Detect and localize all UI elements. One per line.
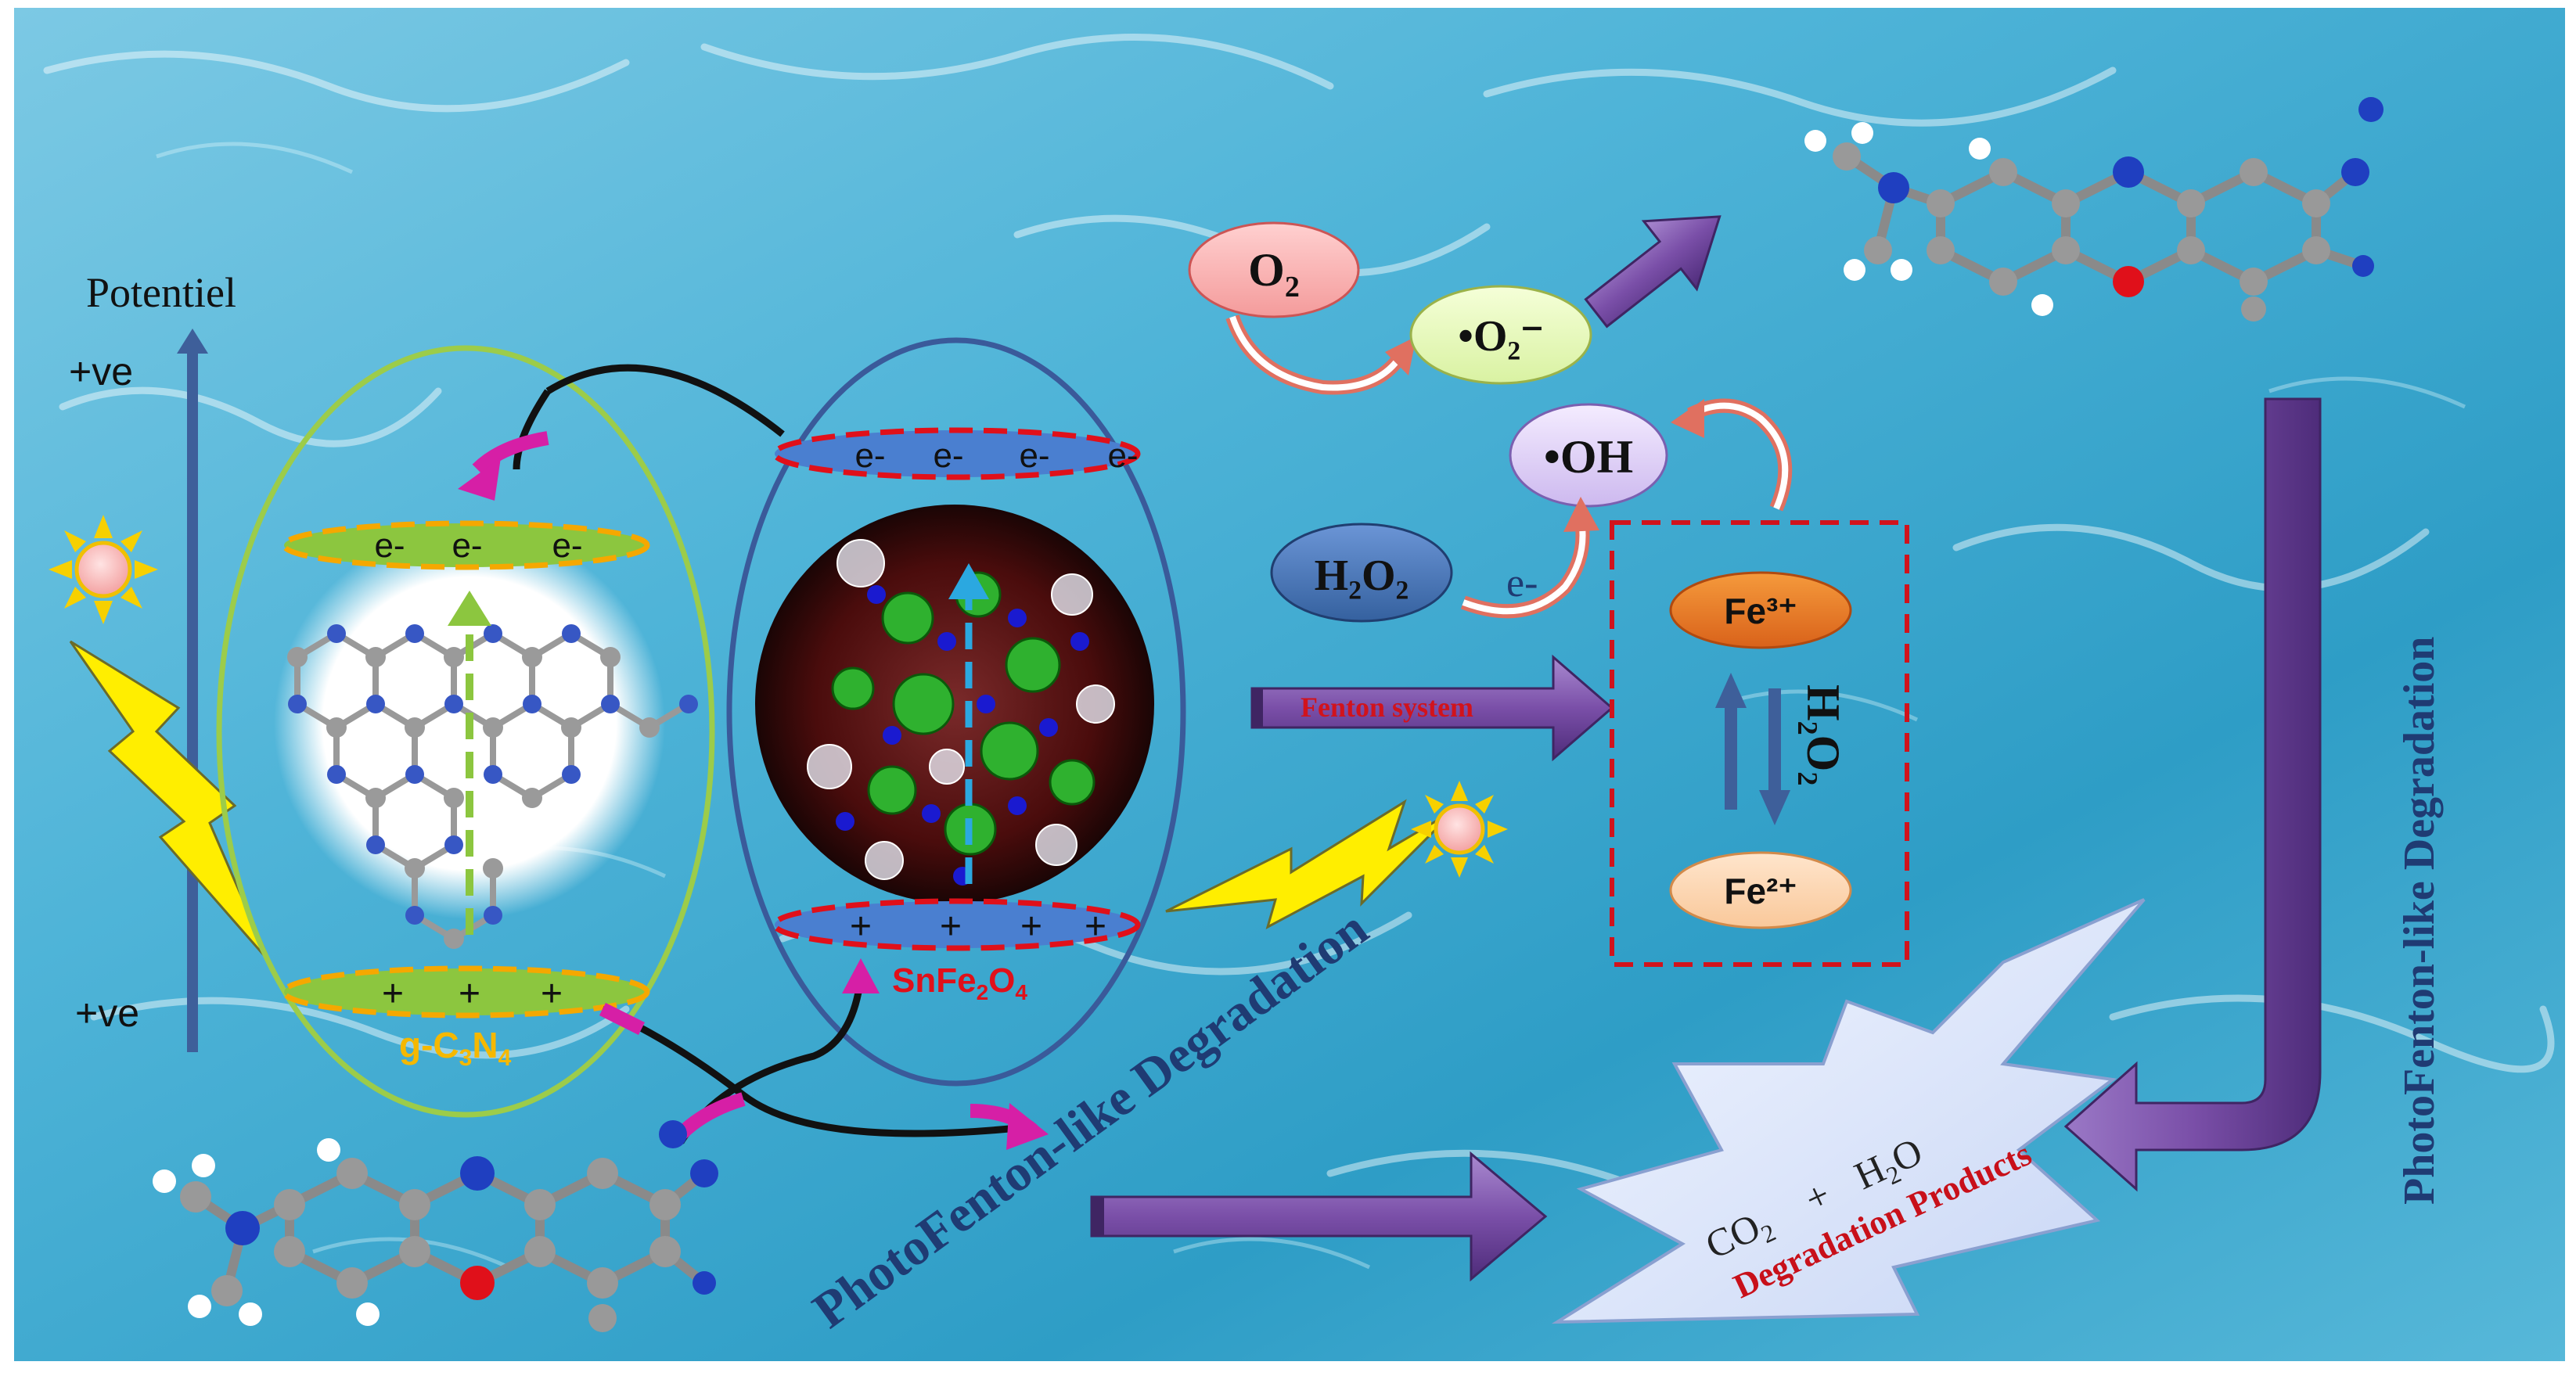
snfe2o4-excitation-arrowhead bbox=[948, 563, 989, 599]
g-c3n4-photocatalyst: e- e- e- + + + g-C3N4 bbox=[216, 345, 715, 1118]
g-c3n4-electron: e- bbox=[552, 526, 582, 565]
snfe2o4-hole: + bbox=[1085, 906, 1106, 947]
hydroxyl-bubble bbox=[1509, 403, 1668, 508]
radical-species: O2 •O₂⁻ •OH H₂O₂ e- bbox=[1188, 221, 1793, 623]
snfe2o4-electron: e- bbox=[933, 437, 963, 475]
dye-molecule-top bbox=[1804, 97, 2384, 322]
snfe2o4-conduction-band bbox=[772, 427, 1141, 480]
axis-title: Potentiel bbox=[86, 269, 236, 316]
to-dye-arrow bbox=[1584, 215, 1722, 329]
fe3-label: Fe³⁺ bbox=[1724, 591, 1797, 631]
snfe2o4-electron: e- bbox=[1107, 437, 1138, 475]
sun-icon bbox=[1411, 781, 1508, 878]
snfe2o4-hole: + bbox=[850, 906, 872, 947]
snfe2o4-electron: e- bbox=[854, 437, 885, 475]
sun-icon bbox=[49, 515, 158, 624]
superoxide-bubble bbox=[1409, 285, 1592, 385]
g-c3n4-label: g-C3N4 bbox=[399, 1025, 512, 1071]
potential-axis: Potentiel +ve +ve bbox=[69, 269, 236, 1052]
dye-molecule-bottom bbox=[153, 1120, 718, 1332]
o2-label: O2 bbox=[1248, 244, 1300, 304]
hole-transfer-arrowhead bbox=[1006, 1103, 1049, 1150]
g-c3n4-electron: e- bbox=[374, 526, 405, 565]
h2o2-bubble bbox=[1270, 523, 1453, 623]
degradation-products-burst: CO2 + H2O Degradation Products bbox=[1551, 898, 2146, 1324]
right-return-arrow bbox=[2063, 397, 2322, 1192]
axis-bottom-label: +ve bbox=[75, 991, 139, 1035]
snfe2o4-hole: + bbox=[940, 906, 962, 947]
g-c3n4-hole: + bbox=[541, 973, 563, 1015]
electron-transfer-arrowhead bbox=[458, 458, 501, 501]
hydroxyl-label: •OH bbox=[1544, 431, 1633, 483]
axis-top-label: +ve bbox=[69, 350, 133, 393]
axis-arrowhead bbox=[177, 329, 208, 354]
h2o2-label: H₂O₂ bbox=[1315, 551, 1409, 600]
o2-bubble bbox=[1188, 221, 1360, 318]
fe2-label: Fe²⁺ bbox=[1724, 871, 1797, 911]
fenton-box bbox=[1610, 520, 1909, 967]
electron-transfer-arrow bbox=[545, 364, 785, 437]
photofenton-vertical-label: PhotoFenton-like Degradation bbox=[2395, 637, 2444, 1205]
to-products-arrow bbox=[1090, 1151, 1548, 1282]
snfe2o4-crystal-image bbox=[755, 505, 1154, 904]
g-c3n4-atoms bbox=[287, 624, 698, 949]
snfe2o4-electron: e- bbox=[1019, 437, 1049, 475]
snfe2o4-label: SnFe2O4 bbox=[892, 961, 1027, 1004]
hole-transfer-arrow bbox=[601, 1005, 1034, 1137]
fe2-ion bbox=[1669, 851, 1852, 929]
fenton-cycle: Fe³⁺ Fe²⁺ H₂O₂ bbox=[1610, 520, 1909, 967]
fenton-system-arrow: Fenton system bbox=[1250, 654, 1614, 762]
h2o2-vertical-label: H₂O₂ bbox=[1797, 684, 1849, 785]
fenton-system-label: Fenton system bbox=[1301, 692, 1473, 723]
g-c3n4-valence-band bbox=[281, 965, 650, 1019]
snfe2o4-photocatalyst: e- e- e- e- + + + + SnFe2O4 bbox=[726, 337, 1186, 1087]
g-c3n4-conduction-band bbox=[281, 520, 650, 570]
snfe2o4-valence-band bbox=[772, 898, 1141, 951]
g-c3n4-hole: + bbox=[382, 973, 404, 1015]
g-c3n4-electron: e- bbox=[452, 526, 482, 565]
electron-label: e- bbox=[1506, 561, 1538, 605]
g-c3n4-excitation-arrowhead bbox=[448, 591, 491, 626]
snfe2o4-hole: + bbox=[1020, 906, 1042, 947]
feed-arrowhead bbox=[842, 958, 880, 993]
g-c3n4-hole: + bbox=[459, 973, 480, 1015]
fe3-ion bbox=[1669, 571, 1852, 649]
superoxide-label: •O₂⁻ bbox=[1458, 312, 1544, 361]
